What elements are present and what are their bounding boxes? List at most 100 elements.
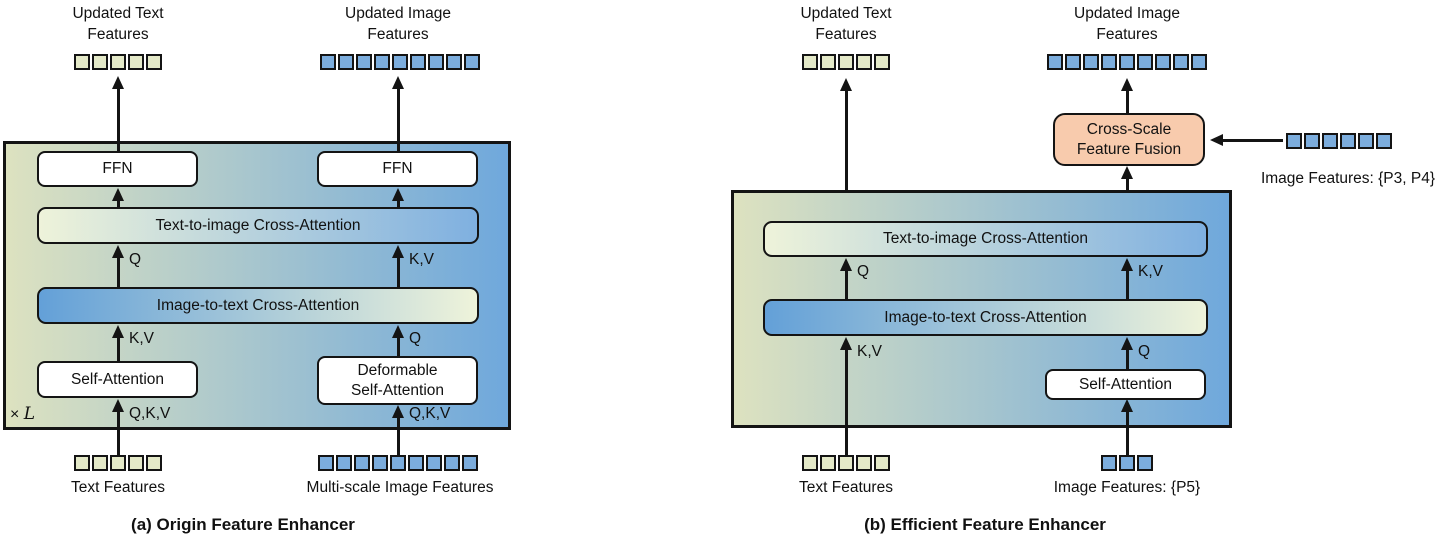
image-to-text-cross-attention-box-b: Image-to-text Cross-Attention xyxy=(763,299,1208,336)
token-square xyxy=(128,54,144,70)
port-qkv-label: Q,K,V xyxy=(409,405,451,422)
token-square xyxy=(110,54,126,70)
token-square xyxy=(874,455,890,471)
arrow-line xyxy=(1126,89,1129,113)
token-square xyxy=(110,455,126,471)
token-square xyxy=(1340,133,1356,149)
token-square xyxy=(802,455,818,471)
token-square xyxy=(408,455,424,471)
arrow-up xyxy=(112,76,124,89)
arrow-line xyxy=(117,410,120,456)
arrow-up xyxy=(1121,337,1133,350)
arrow-line xyxy=(397,336,400,356)
arrow-line xyxy=(117,336,120,361)
arrow-line xyxy=(1126,348,1129,369)
token-square xyxy=(392,54,408,70)
token-square xyxy=(444,455,460,471)
token-square xyxy=(464,54,480,70)
token-square xyxy=(874,54,890,70)
image-feature-tokens-a xyxy=(318,455,478,471)
port-kv-label: K,V xyxy=(409,251,434,268)
arrow-line xyxy=(1221,139,1283,142)
self-attention-box-a: Self-Attention xyxy=(37,361,198,398)
token-square xyxy=(446,54,462,70)
p3p4-feature-tokens xyxy=(1286,133,1392,149)
image-features-p3p4-label: Image Features: {P3, P4} xyxy=(1260,170,1436,187)
token-square xyxy=(1322,133,1338,149)
token-square xyxy=(1083,54,1099,70)
token-square xyxy=(820,54,836,70)
arrow-up xyxy=(1121,258,1133,271)
arrow-left xyxy=(1210,134,1223,146)
arrow-line xyxy=(1126,410,1129,456)
arrow-up xyxy=(1121,399,1133,412)
arrow-line xyxy=(117,256,120,287)
token-square xyxy=(320,54,336,70)
text-features-label-a: Text Features xyxy=(71,479,165,496)
token-square xyxy=(1119,455,1135,471)
port-kv-label: K,V xyxy=(129,330,154,347)
token-square xyxy=(856,54,872,70)
arrow-up xyxy=(392,405,404,418)
token-square xyxy=(1119,54,1135,70)
token-square xyxy=(428,54,444,70)
token-square xyxy=(74,455,90,471)
caption-a: (a) Origin Feature Enhancer xyxy=(131,515,355,534)
token-square xyxy=(410,54,426,70)
arrow-up xyxy=(112,245,124,258)
token-square xyxy=(146,54,162,70)
token-square xyxy=(856,455,872,471)
arrow-up xyxy=(112,188,124,201)
token-square xyxy=(1286,133,1302,149)
token-square xyxy=(1101,54,1117,70)
arrow-line xyxy=(845,348,848,456)
multiscale-image-features-label-a: Multi-scale Image Features xyxy=(306,479,494,496)
token-square xyxy=(1191,54,1207,70)
token-square xyxy=(1376,133,1392,149)
arrow-up xyxy=(392,76,404,89)
port-kv-label: K,V xyxy=(857,343,882,360)
arrow-line xyxy=(397,256,400,287)
arrow-line xyxy=(397,87,400,152)
port-q-label: Q xyxy=(409,330,422,347)
token-square xyxy=(372,455,388,471)
token-square xyxy=(92,455,108,471)
updated-image-tokens-a xyxy=(320,54,480,70)
token-square xyxy=(374,54,390,70)
token-square xyxy=(1155,54,1171,70)
arrow-up xyxy=(112,399,124,412)
token-square xyxy=(1101,455,1117,471)
arrow-line xyxy=(117,199,120,208)
image-to-text-cross-attention-box-a: Image-to-text Cross-Attention xyxy=(37,287,479,324)
token-square xyxy=(1065,54,1081,70)
port-q-label: Q xyxy=(1138,343,1151,360)
port-qkv-label: Q,K,V xyxy=(129,405,171,422)
port-q-label: Q xyxy=(129,251,142,268)
arrow-up xyxy=(840,78,852,91)
arrow-up xyxy=(392,325,404,338)
token-square xyxy=(1137,455,1153,471)
text-feature-tokens-a xyxy=(74,455,162,471)
token-square xyxy=(1358,133,1374,149)
loop-count-label: × L xyxy=(10,404,36,424)
ffn-left-box-a: FFN xyxy=(37,151,198,187)
token-square xyxy=(838,455,854,471)
arrow-up xyxy=(840,258,852,271)
token-square xyxy=(820,455,836,471)
token-square xyxy=(354,455,370,471)
arrow-line xyxy=(1126,269,1129,299)
arrow-line xyxy=(117,87,120,152)
p5-feature-tokens xyxy=(1101,455,1153,471)
arrow-up xyxy=(1121,166,1133,179)
arrow-line xyxy=(397,416,400,456)
updated-text-tokens-a xyxy=(74,54,162,70)
updated-image-tokens-b xyxy=(1047,54,1207,70)
token-square xyxy=(356,54,372,70)
